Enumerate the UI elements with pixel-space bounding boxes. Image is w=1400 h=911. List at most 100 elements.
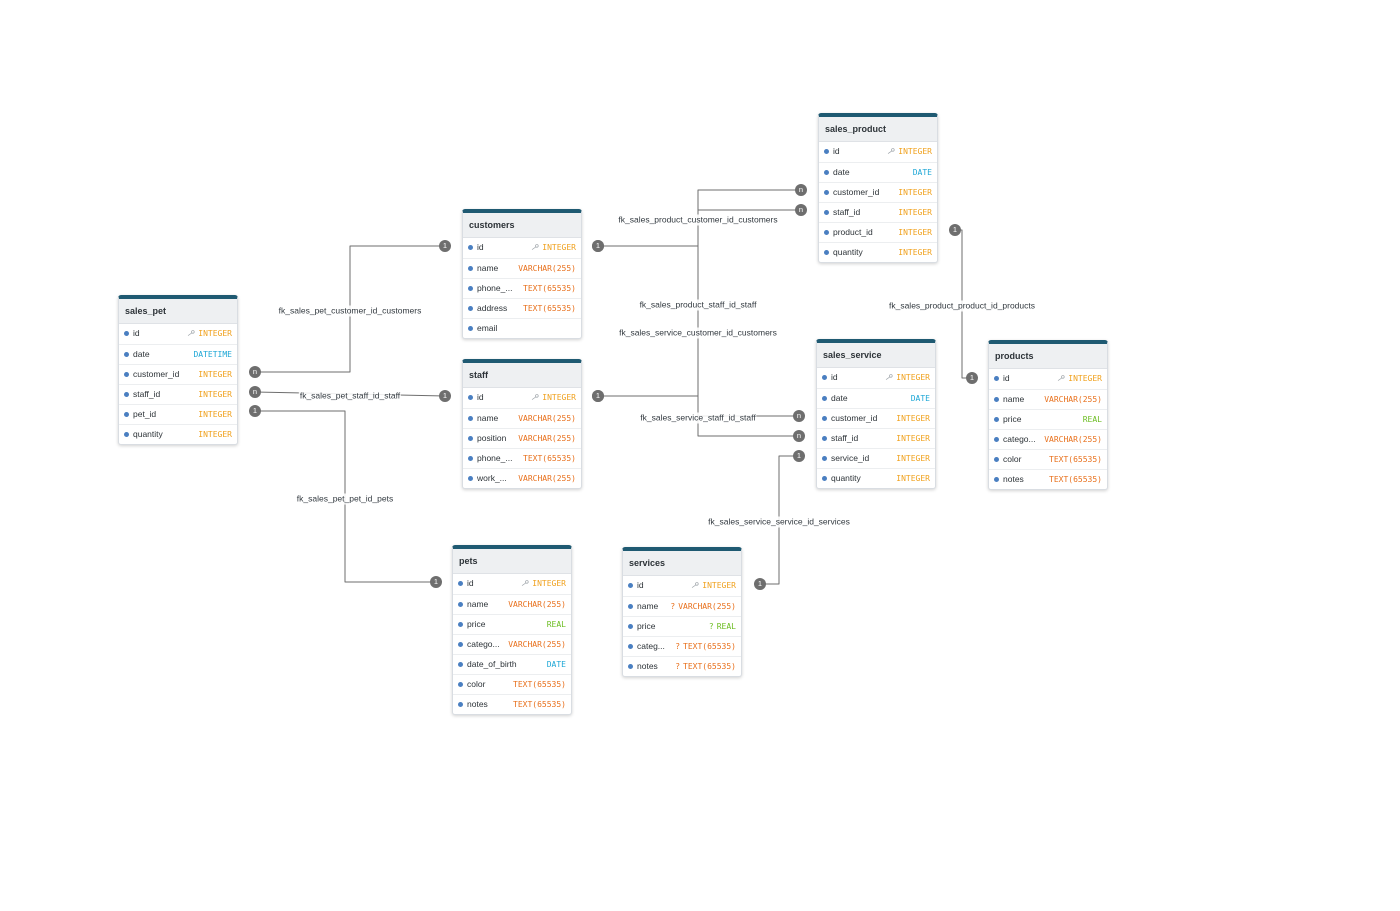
column-type-label: VARCHAR(255)	[508, 640, 566, 649]
column-type: VARCHAR(255)	[1044, 430, 1102, 449]
relationship-label: fk_sales_product_staff_id_staff	[638, 299, 758, 311]
column-name: staff_id	[831, 433, 859, 443]
column-row[interactable]: name?VARCHAR(255)	[623, 596, 741, 616]
column-dot-icon	[824, 149, 829, 154]
column-dot-icon	[628, 624, 633, 629]
column-type-label: TEXT(65535)	[523, 284, 576, 293]
column-dot-icon	[468, 476, 473, 481]
column-dot-icon	[994, 397, 999, 402]
column-dot-icon	[994, 457, 999, 462]
column-row[interactable]: price?REAL	[623, 616, 741, 636]
column-name: notes	[1003, 474, 1024, 484]
column-dot-icon	[458, 581, 463, 586]
column-type-label: VARCHAR(255)	[518, 434, 576, 443]
table-title: products	[989, 344, 1107, 369]
column-type: VARCHAR(255)	[518, 409, 576, 428]
column-type: INTEGER	[198, 365, 232, 384]
column-row[interactable]: notes TEXT(65535)	[989, 469, 1107, 489]
relationship-label: fk_sales_pet_pet_id_pets	[295, 493, 395, 505]
column-dot-icon	[822, 396, 827, 401]
column-row[interactable]: position VARCHAR(255)	[463, 428, 581, 448]
column-name: id	[831, 372, 838, 382]
column-name: notes	[467, 699, 488, 709]
column-name: service_id	[831, 453, 870, 463]
column-name: customer_id	[833, 187, 880, 197]
column-name: position	[477, 433, 507, 443]
column-dot-icon	[824, 230, 829, 235]
column-name: email	[477, 323, 498, 333]
column-row[interactable]: work_...VARCHAR(255)	[463, 468, 581, 488]
cardinality-badge: 1	[439, 240, 451, 252]
column-row[interactable]: phone_...TEXT(65535)	[463, 278, 581, 298]
column-type-label: DATETIME	[193, 350, 232, 359]
column-row[interactable]: categ...?TEXT(65535)	[623, 636, 741, 656]
column-dot-icon	[124, 412, 129, 417]
column-type-label: INTEGER	[532, 579, 566, 588]
column-dot-icon	[458, 662, 463, 667]
nullable-icon: ?	[708, 622, 714, 631]
column-row[interactable]: phone_...TEXT(65535)	[463, 448, 581, 468]
column-name: staff_id	[133, 389, 161, 399]
column-type: ?REAL	[709, 617, 736, 636]
column-type-label: INTEGER	[1068, 374, 1102, 383]
relationship-label: fk_sales_pet_customer_id_customers	[277, 305, 423, 317]
column-dot-icon	[822, 375, 827, 380]
key-icon	[532, 394, 539, 400]
column-dot-icon	[468, 266, 473, 271]
column-type-label: INTEGER	[542, 243, 576, 252]
cardinality-badge: 1	[439, 390, 451, 402]
column-row[interactable]: catego...VARCHAR(255)	[453, 634, 571, 654]
column-type-label: DATE	[910, 394, 930, 403]
column-row[interactable]: catego...VARCHAR(255)	[989, 429, 1107, 449]
column-row[interactable]: notes?TEXT(65535)	[623, 656, 741, 676]
cardinality-badge: n	[795, 204, 807, 216]
column-row[interactable]: email	[463, 318, 581, 338]
column-type-label: TEXT(65535)	[1049, 475, 1102, 484]
table-title: sales_pet	[119, 299, 237, 324]
cardinality-badge: 1	[249, 405, 261, 417]
